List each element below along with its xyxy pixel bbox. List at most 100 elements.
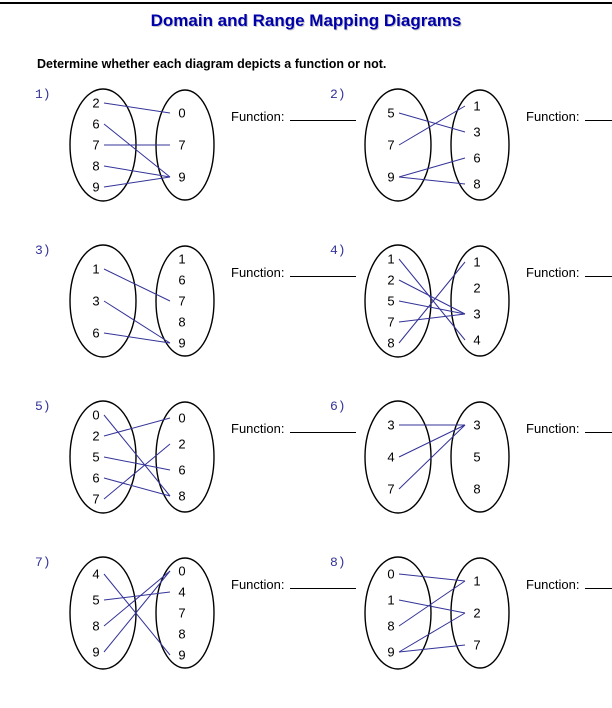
domain-ellipse [69,556,137,670]
domain-ellipse [364,244,432,358]
function-answer-area: Function: [231,575,357,592]
answer-blank[interactable] [290,263,357,277]
mapping-line [103,417,171,437]
domain-item: 5 [92,593,99,608]
answer-blank[interactable] [290,107,357,121]
domain-item: 2 [92,429,99,444]
range-ellipse [450,89,510,201]
domain-item: 7 [387,315,394,330]
domain-item: 7 [92,138,99,153]
answer-blank[interactable] [585,575,612,589]
range-item: 6 [473,151,480,166]
range-item: 8 [178,627,185,642]
range-ellipse [450,401,510,513]
range-item: 2 [473,281,480,296]
domain-item: 8 [387,619,394,634]
mapping-line [103,102,171,114]
domain-item: 8 [92,619,99,634]
range-ellipse [155,557,215,669]
function-label: Function: [231,577,285,592]
function-label: Function: [231,265,285,280]
range-ellipse [155,245,215,357]
instruction-text: Determine whether each diagram depicts a… [37,57,387,71]
answer-blank[interactable] [290,419,357,433]
domain-item: 6 [92,117,99,132]
mapping-line [103,414,171,497]
function-label: Function: [231,109,285,124]
mapping-line [398,279,466,315]
mapping-line [103,123,171,178]
diagram-number-label: 8) [330,555,346,570]
answer-blank[interactable] [585,263,612,277]
range-item: 5 [473,450,480,465]
mapping-line [398,644,466,653]
range-item: 9 [178,336,185,351]
diagram-number-label: 7) [35,555,51,570]
range-item: 6 [178,273,185,288]
range-ellipse [450,557,510,669]
mapping-line [398,612,466,653]
mapping-line [398,112,466,133]
range-item: 1 [473,574,480,589]
function-label: Function: [526,109,580,124]
mapping-line [398,580,466,627]
range-item: 3 [473,307,480,322]
mapping-line [398,573,466,582]
range-item: 1 [473,255,480,270]
domain-ellipse [69,400,137,514]
mapping-line [103,300,171,344]
domain-item: 0 [92,408,99,423]
range-item: 0 [178,106,185,121]
range-item: 2 [473,606,480,621]
page-title: Domain and Range Mapping Diagrams [150,11,462,30]
range-item: 9 [178,170,185,185]
domain-item: 5 [387,294,394,309]
range-item: 7 [178,138,185,153]
function-label: Function: [231,421,285,436]
function-answer-area: Function: [526,419,612,436]
diagram-number-label: 4) [330,243,346,258]
domain-item: 9 [92,180,99,195]
answer-blank[interactable] [585,419,612,433]
mapping-line [398,300,466,315]
domain-item: 9 [387,645,394,660]
domain-item: 7 [92,492,99,507]
range-item: 8 [473,482,480,497]
domain-item: 8 [92,159,99,174]
answer-blank[interactable] [290,575,357,589]
mapping-line [103,591,171,601]
range-item: 8 [178,315,185,330]
domain-item: 6 [92,326,99,341]
range-item: 6 [178,463,185,478]
function-answer-area: Function: [526,575,612,592]
range-item: 1 [473,99,480,114]
range-item: 0 [178,411,185,426]
range-ellipse [155,401,215,513]
function-answer-area: Function: [231,419,357,436]
range-item: 3 [473,125,480,140]
diagram-number-label: 2) [330,87,346,102]
domain-ellipse [364,88,432,202]
range-item: 8 [473,177,480,192]
domain-item: 0 [387,567,394,582]
range-item: 7 [178,606,185,621]
mapping-line [398,424,466,490]
answer-blank[interactable] [585,107,612,121]
domain-item: 7 [387,482,394,497]
function-label: Function: [526,421,580,436]
mapping-line [103,570,171,627]
domain-item: 1 [387,252,394,267]
mapping-line [103,573,171,656]
domain-item: 8 [387,336,394,351]
range-item: 8 [178,489,185,504]
